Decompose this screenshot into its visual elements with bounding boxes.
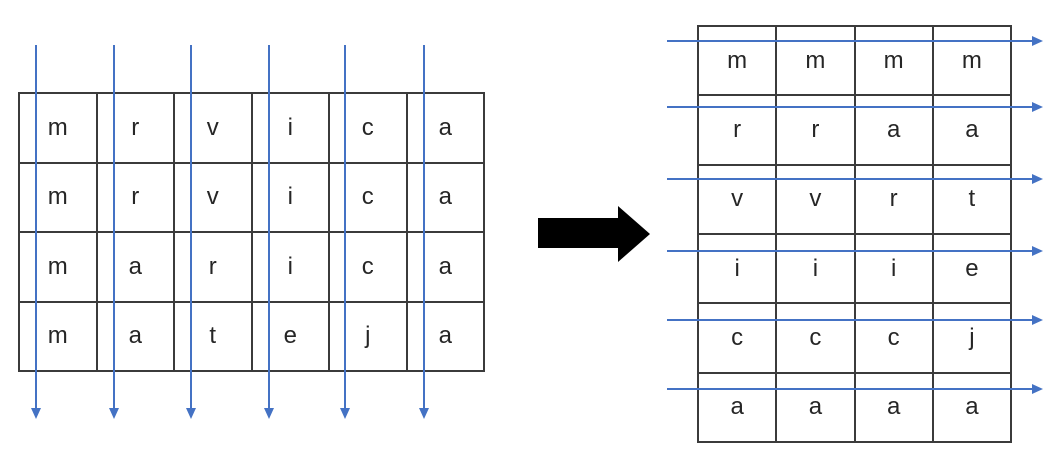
- table-cell: i: [252, 163, 328, 231]
- table-cell: v: [175, 163, 251, 231]
- table-cell: m: [933, 27, 1010, 95]
- table-cell: j: [933, 304, 1010, 372]
- right-flow-arrow-icon: [667, 246, 1043, 256]
- table-cell: e: [252, 302, 328, 370]
- table-cell: i: [252, 233, 328, 301]
- table-cell: c: [699, 304, 776, 372]
- right-flow-arrow-icon: [667, 384, 1043, 394]
- down-arrow-icon: [186, 45, 196, 419]
- table-cell: m: [855, 27, 932, 95]
- table-cell: e: [933, 235, 1010, 303]
- table-cell: a: [97, 302, 173, 370]
- table-cell: a: [407, 302, 483, 370]
- table-cell: i: [252, 94, 328, 162]
- table-cell: c: [330, 163, 406, 231]
- table-cell: r: [97, 94, 173, 162]
- right-arrow-icon: [538, 206, 650, 262]
- table-cell: i: [777, 235, 854, 303]
- table-cell: a: [407, 163, 483, 231]
- table-cell: i: [855, 235, 932, 303]
- table-cell: r: [97, 163, 173, 231]
- right-flow-arrow-icon: [667, 36, 1043, 46]
- table-cell: t: [175, 302, 251, 370]
- right-flow-arrow-icon: [667, 102, 1043, 112]
- table-cell: c: [855, 304, 932, 372]
- right-flow-arrow-icon: [667, 315, 1043, 325]
- right-flow-arrow-icon: [667, 174, 1043, 184]
- table-cell: m: [20, 302, 96, 370]
- table-cell: v: [777, 165, 854, 233]
- down-arrow-icon: [31, 45, 41, 419]
- table-cell: m: [20, 233, 96, 301]
- down-arrow-icon: [264, 45, 274, 419]
- table-cell: a: [699, 373, 776, 441]
- table-cell: t: [933, 165, 1010, 233]
- table-cell: m: [20, 163, 96, 231]
- table-cell: a: [777, 373, 854, 441]
- down-arrow-icon: [419, 45, 429, 419]
- table-cell: a: [855, 373, 932, 441]
- table-cell: v: [175, 94, 251, 162]
- table-cell: v: [699, 165, 776, 233]
- table-cell: r: [175, 233, 251, 301]
- down-arrow-icon: [109, 45, 119, 419]
- table-cell: c: [330, 233, 406, 301]
- down-arrow-icon: [340, 45, 350, 419]
- table-cell: m: [777, 27, 854, 95]
- table-cell: a: [407, 233, 483, 301]
- table-cell: m: [20, 94, 96, 162]
- table-cell: a: [933, 373, 1010, 441]
- table-cell: c: [777, 304, 854, 372]
- table-cell: r: [855, 165, 932, 233]
- table-cell: a: [97, 233, 173, 301]
- table-cell: m: [699, 27, 776, 95]
- table-cell: i: [699, 235, 776, 303]
- table-cell: j: [330, 302, 406, 370]
- table-cell: c: [330, 94, 406, 162]
- table-cell: a: [407, 94, 483, 162]
